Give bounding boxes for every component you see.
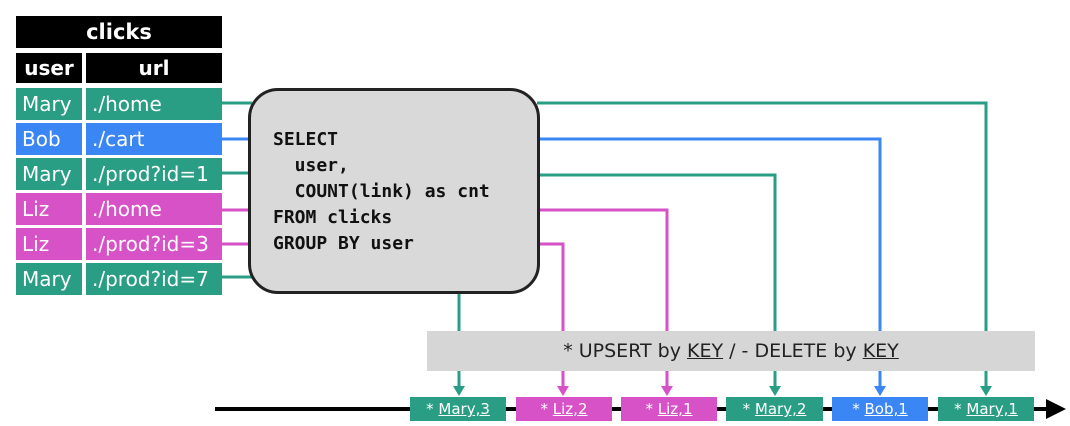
timeline-arrow-icon bbox=[1046, 399, 1066, 419]
banner-prefix: * UPSERT by bbox=[563, 340, 687, 362]
table-cell-url: ./cart bbox=[86, 123, 222, 155]
arrowhead-icon bbox=[453, 386, 465, 396]
table-cell-user: Mary bbox=[16, 88, 82, 120]
event-key-value: Liz,1 bbox=[657, 400, 693, 418]
upsert-delete-banner: * UPSERT by KEY / - DELETE by KEY bbox=[427, 331, 1035, 371]
output-line bbox=[537, 173, 777, 394]
table-cell-url: ./home bbox=[86, 88, 222, 120]
output-line bbox=[537, 137, 882, 394]
event-op: * bbox=[426, 400, 439, 418]
banner-key-1: KEY bbox=[687, 340, 724, 362]
arrowhead-icon bbox=[557, 386, 569, 396]
stream-event-chip: * Bob,1 bbox=[832, 397, 928, 421]
stream-event-chip: * Mary,1 bbox=[938, 397, 1034, 421]
sql-query-box: SELECT user, COUNT(link) as cnt FROM cli… bbox=[248, 88, 540, 294]
event-op: * bbox=[540, 400, 553, 418]
stream-event-chip: * Liz,1 bbox=[621, 397, 717, 421]
arrowhead-icon bbox=[769, 386, 781, 396]
output-line bbox=[537, 101, 988, 394]
table-cell-url: ./prod?id=1 bbox=[86, 158, 222, 190]
event-key-value: Mary,3 bbox=[438, 400, 490, 418]
event-key-value: Mary,2 bbox=[754, 400, 807, 418]
column-header-url: url bbox=[86, 53, 222, 83]
event-key-value: Mary,1 bbox=[966, 400, 1018, 418]
event-key-value: Bob,1 bbox=[864, 400, 908, 418]
sql-line-count: COUNT(link) as cnt bbox=[273, 181, 490, 202]
event-op: * bbox=[852, 400, 865, 418]
event-op: * bbox=[645, 400, 658, 418]
event-key-value: Liz,2 bbox=[552, 400, 588, 418]
column-header-user: user bbox=[16, 53, 82, 83]
stream-event-chip: * Mary,2 bbox=[726, 397, 823, 421]
table-cell-user: Mary bbox=[16, 158, 82, 190]
banner-middle: / - DELETE by bbox=[723, 340, 863, 362]
sql-line-group: GROUP BY user bbox=[273, 233, 414, 254]
arrowhead-icon bbox=[980, 386, 992, 396]
event-op: * bbox=[742, 400, 755, 418]
table-title: clicks bbox=[16, 16, 222, 48]
stream-event-chip: * Liz,2 bbox=[516, 397, 612, 421]
event-op: * bbox=[954, 400, 967, 418]
table-cell-user: Liz bbox=[16, 228, 82, 260]
sql-line-select: SELECT bbox=[273, 129, 339, 150]
table-cell-user: Mary bbox=[16, 263, 82, 295]
table-cell-user: Bob bbox=[16, 123, 82, 155]
stream-event-chip: * Mary,3 bbox=[410, 397, 506, 421]
arrowhead-icon bbox=[874, 386, 886, 396]
table-cell-user: Liz bbox=[16, 193, 82, 225]
output-line bbox=[537, 242, 565, 394]
sql-line-from: FROM clicks bbox=[273, 207, 393, 228]
banner-key-2: KEY bbox=[862, 340, 899, 362]
arrowhead-icon bbox=[661, 386, 673, 396]
sql-line-user: user, bbox=[273, 155, 349, 176]
table-cell-url: ./prod?id=3 bbox=[86, 228, 222, 260]
table-cell-url: ./prod?id=7 bbox=[86, 263, 222, 295]
table-cell-url: ./home bbox=[86, 193, 222, 225]
